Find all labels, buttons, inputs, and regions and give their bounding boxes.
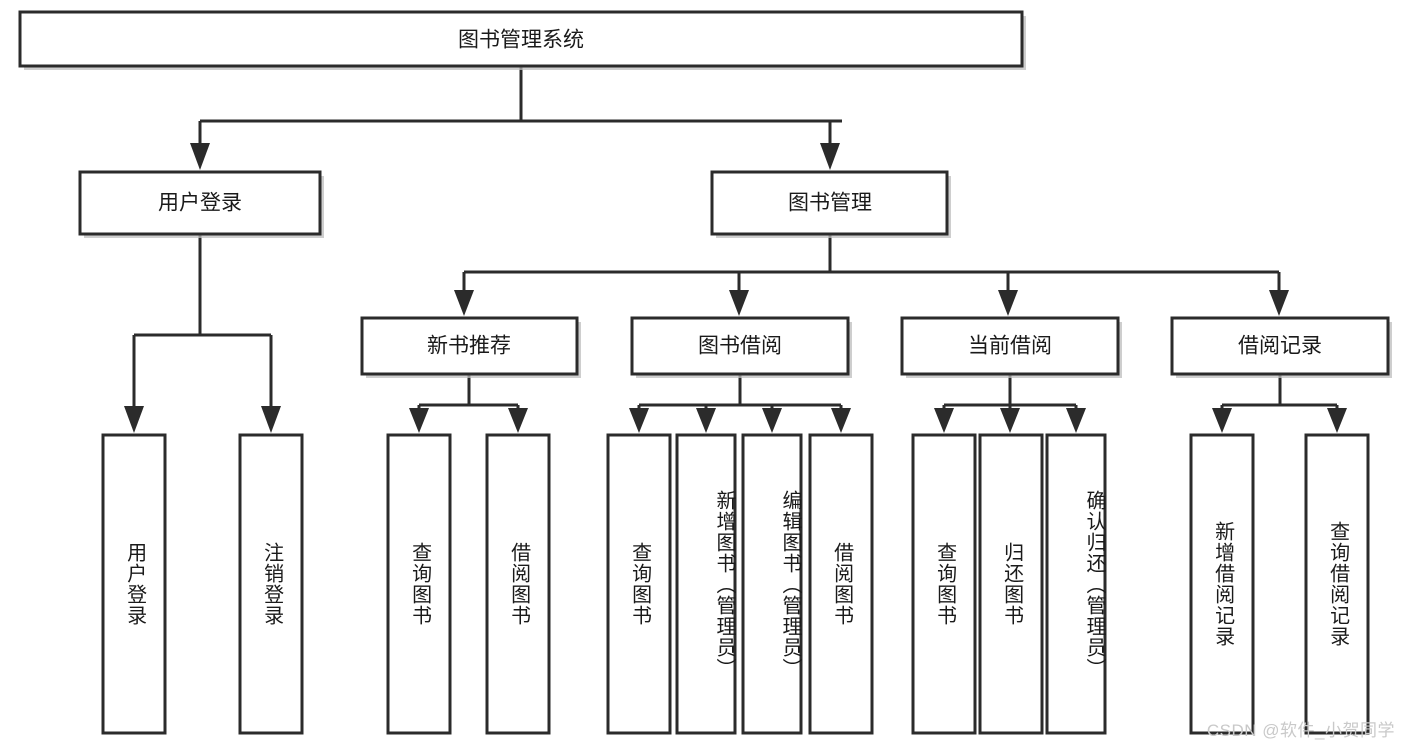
node-borrow-records-label: 借阅记录 (1238, 335, 1322, 358)
node-current-borrow-rect[interactable] (900, 316, 1120, 376)
leaf-rect-query-book-new[interactable] (386, 433, 452, 735)
leaf-rect-borrow-book-new[interactable] (485, 433, 551, 735)
leaf-boxes-layer (101, 433, 1370, 735)
leaf-rect-add-borrow-record[interactable] (1189, 433, 1255, 735)
node-new-book-recommend[interactable]: 新书推荐 (360, 316, 581, 378)
leaf-rect-confirm-return-admin[interactable] (1045, 433, 1107, 735)
connector-user-login-group (124, 234, 281, 433)
connector-root-to-level2 (190, 66, 842, 170)
leaf-rect-logout[interactable] (238, 433, 304, 735)
node-book-borrow-label: 图书借阅 (698, 335, 782, 358)
arrow-head-leaf-10 (1000, 408, 1020, 433)
leaf-rect-query-borrow-record[interactable] (1304, 433, 1370, 735)
connector-book-mgmt-group (454, 234, 1289, 316)
arrow-head-leaf-9 (934, 408, 954, 433)
arrow-head-borrow-records (1269, 290, 1289, 316)
csdn-watermark: CSDN @软件_小贺同学 (1206, 721, 1395, 740)
arrow-head-leaf-2 (261, 406, 281, 433)
node-borrow-records[interactable]: 借阅记录 (1170, 316, 1392, 378)
boxes-layer: 图书管理系统 用户登录 图书管理 新书推荐 (18, 10, 1392, 735)
leaf-rect-query-book-current[interactable] (911, 433, 977, 735)
node-book-borrow-rect[interactable] (630, 316, 850, 376)
leaf-rect-query-book-borrow[interactable] (606, 433, 672, 735)
node-current-borrow[interactable]: 当前借阅 (900, 316, 1122, 378)
node-root-label: 图书管理系统 (458, 29, 584, 52)
node-book-management[interactable]: 图书管理 (710, 170, 951, 238)
node-book-borrow[interactable]: 图书借阅 (630, 316, 852, 378)
node-book-management-label: 图书管理 (788, 192, 872, 215)
arrow-head-leaf-11 (1066, 408, 1086, 433)
arrow-head-user-login (190, 143, 210, 170)
connector-current-borrow-group (934, 374, 1086, 433)
arrow-head-current-borrow (998, 290, 1018, 316)
node-root-rect[interactable] (18, 10, 1024, 68)
node-root-system[interactable]: 图书管理系统 (18, 10, 1026, 70)
node-user-login-label: 用户登录 (158, 192, 242, 215)
arrow-head-leaf-5 (629, 408, 649, 433)
arrow-head-borrow-books (729, 290, 749, 316)
leaf-rect-borrow-book[interactable] (808, 433, 874, 735)
node-new-book-recommend-rect[interactable] (360, 316, 579, 376)
arrow-head-leaf-7 (762, 408, 782, 433)
connectors-layer (124, 66, 1347, 433)
arrow-head-leaf-6 (696, 408, 716, 433)
leaf-rect-user-login[interactable] (101, 433, 167, 735)
node-user-login[interactable]: 用户登录 (78, 170, 324, 238)
connector-borrow-books-group (629, 374, 851, 433)
arrow-head-leaf-13 (1327, 408, 1347, 433)
connector-new-books-group (409, 374, 528, 433)
node-new-book-recommend-label: 新书推荐 (427, 335, 511, 358)
node-book-management-rect[interactable] (710, 170, 949, 236)
leaf-rect-add-book-admin[interactable] (675, 433, 737, 735)
leaf-rect-edit-book-admin[interactable] (741, 433, 803, 735)
node-user-login-rect[interactable] (78, 170, 322, 236)
arrow-head-leaf-12 (1212, 408, 1232, 433)
arrow-head-leaf-8 (831, 408, 851, 433)
leaf-rect-return-book[interactable] (978, 433, 1044, 735)
node-borrow-records-rect[interactable] (1170, 316, 1390, 376)
arrow-head-book-mgmt (820, 143, 840, 170)
arrow-head-leaf-4 (508, 408, 528, 433)
arrow-head-new-books (454, 290, 474, 316)
connector-borrow-records-group (1212, 374, 1347, 433)
node-current-borrow-label: 当前借阅 (968, 335, 1052, 358)
arrow-head-leaf-1 (124, 406, 144, 433)
arrow-head-leaf-3 (409, 408, 429, 433)
